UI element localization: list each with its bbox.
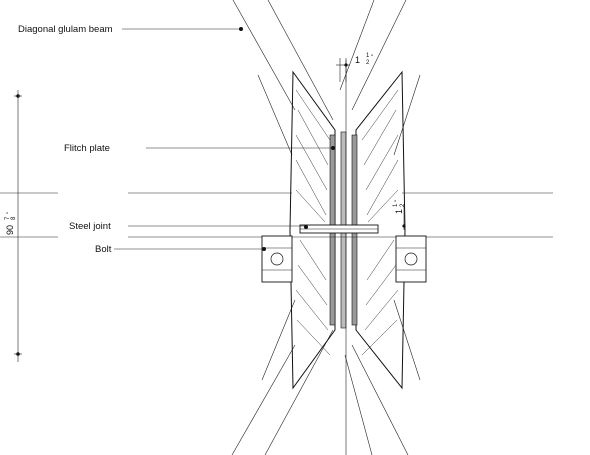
callout-steel-joint: Steel joint bbox=[69, 221, 308, 232]
vertical-dimension: 90 7 8 " bbox=[5, 90, 22, 362]
right-gap-whole: 1 bbox=[394, 209, 404, 214]
top-gap-den: 2 bbox=[366, 60, 370, 66]
vertical-dimension-unit: " bbox=[7, 212, 13, 214]
right-gap-den: 2 bbox=[400, 203, 406, 207]
vertical-dimension-fraction-num: 7 bbox=[5, 216, 11, 220]
vertical-dimension-fraction-den: 8 bbox=[11, 216, 17, 220]
reference-lines bbox=[0, 60, 553, 455]
right-gap-dimension: 1 1 2 " bbox=[393, 200, 406, 230]
top-gap-dimension: 1 1 2 " bbox=[336, 53, 373, 82]
vertical-dimension-main: 90 bbox=[5, 225, 15, 235]
bolt-right bbox=[395, 235, 427, 283]
callout-flitch-plate: Flitch plate bbox=[64, 143, 335, 154]
glulam-cut-sections bbox=[289, 70, 406, 390]
right-gap-num: 1 bbox=[393, 203, 399, 207]
top-gap-num: 1 bbox=[366, 53, 370, 59]
label-steel-joint: Steel joint bbox=[69, 221, 111, 232]
callout-bolt: Bolt bbox=[95, 244, 266, 255]
right-gap-unit: " bbox=[395, 200, 401, 202]
label-flitch-plate: Flitch plate bbox=[64, 143, 110, 154]
callout-diagonal-beam: Diagonal glulam beam bbox=[18, 24, 243, 35]
top-gap-unit: " bbox=[371, 55, 373, 61]
label-diagonal-glulam-beam: Diagonal glulam beam bbox=[18, 24, 113, 35]
top-gap-whole: 1 bbox=[355, 55, 360, 65]
steel-joint bbox=[299, 224, 379, 234]
diagonal-glulam-beams bbox=[231, 0, 421, 455]
label-bolt: Bolt bbox=[95, 244, 112, 255]
bolt-left bbox=[261, 235, 293, 283]
